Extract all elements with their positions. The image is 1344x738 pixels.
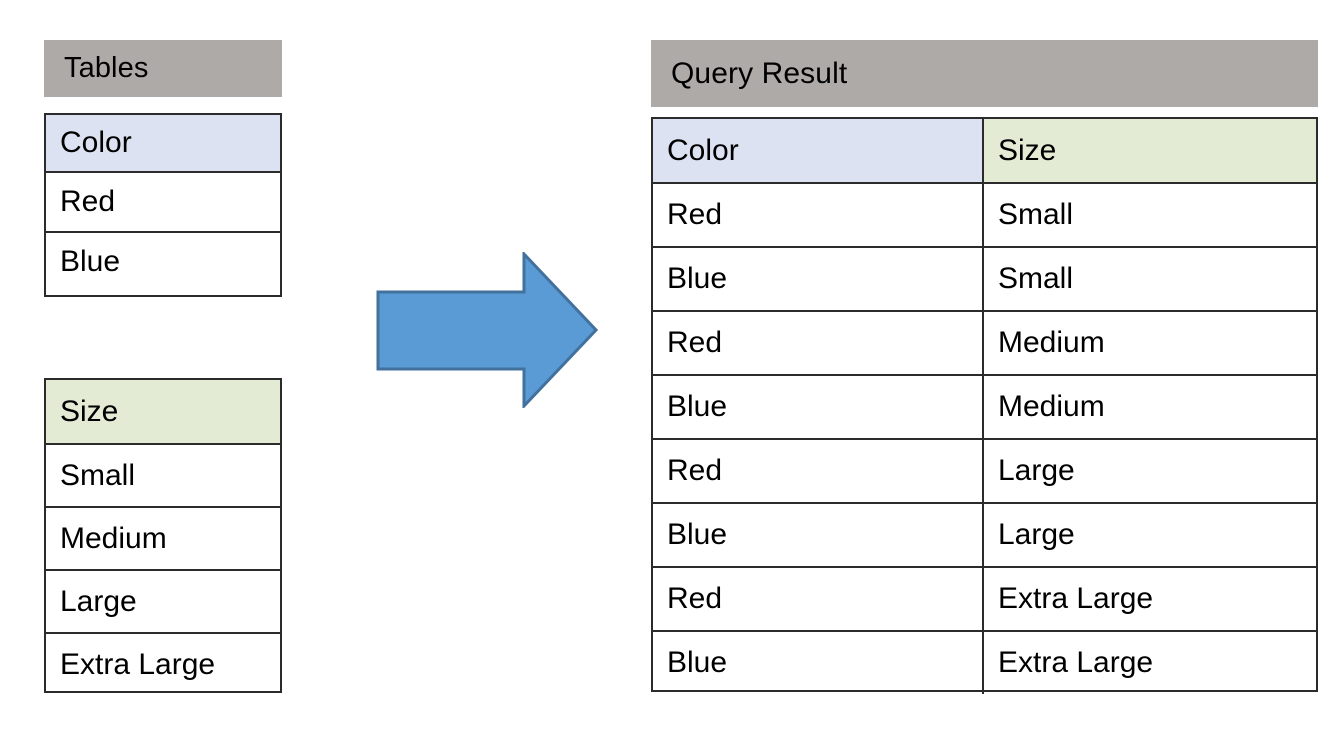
color-table-cell: Blue: [60, 245, 121, 278]
table-header-row: Color Size: [653, 119, 1316, 182]
query-cell-size: Small: [982, 184, 1316, 246]
color-table: Color Red Blue: [44, 113, 282, 297]
query-result-caption-label: Query Result: [671, 56, 848, 90]
size-table-cell: Large: [60, 584, 137, 618]
table-row: Medium: [46, 506, 280, 569]
query-header-cell-color: Color: [653, 119, 982, 182]
query-cell-color: Red: [667, 454, 723, 487]
query-cell-color: Red: [667, 198, 723, 231]
query-cell-color: Red: [667, 582, 723, 615]
query-cell-color: Red: [667, 326, 723, 359]
query-cell-color: Blue: [667, 646, 728, 679]
query-cell-color: Blue: [667, 518, 728, 551]
query-result-table: Color Size Red Small Blue Small Red Medi…: [651, 117, 1318, 694]
table-header-row: Color: [46, 115, 280, 171]
table-row: Extra Large: [46, 632, 280, 695]
color-table-cell: Red: [60, 185, 116, 218]
table-row: Blue Small: [653, 246, 1316, 310]
table-row: Large: [46, 569, 280, 632]
table-row: Blue Extra Large: [653, 630, 1316, 694]
query-cell-size: Extra Large: [982, 568, 1316, 630]
table-row: Red Extra Large: [653, 566, 1316, 630]
tables-caption-label: Tables: [64, 52, 149, 84]
query-result-section-caption: Query Result: [651, 40, 1318, 107]
table-header-row: Size: [46, 380, 280, 443]
table-row: Red: [46, 171, 280, 231]
query-cell-color: Blue: [667, 262, 728, 295]
size-table-header-cell: Size: [46, 380, 280, 443]
table-row: Blue Large: [653, 502, 1316, 566]
table-row: Red Large: [653, 438, 1316, 502]
table-row: Small: [46, 443, 280, 506]
query-cell-color: Blue: [667, 390, 728, 423]
size-table-cell: Small: [60, 458, 136, 492]
table-row: Blue: [46, 231, 280, 291]
size-table-cell: Extra Large: [60, 647, 216, 681]
size-table-cell: Medium: [60, 521, 167, 555]
table-row: Blue Medium: [653, 374, 1316, 438]
color-table-header-cell: Color: [46, 115, 280, 171]
query-cell-size: Small: [982, 248, 1316, 310]
query-cell-size: Medium: [982, 312, 1316, 374]
query-cell-size: Extra Large: [982, 632, 1316, 694]
right-block-arrow-icon: [376, 252, 598, 408]
query-cell-size: Large: [982, 504, 1316, 566]
query-cell-size: Large: [982, 440, 1316, 502]
table-row: Red Medium: [653, 310, 1316, 374]
tables-section-caption: Tables: [44, 40, 282, 97]
query-header-cell-size: Size: [982, 119, 1316, 182]
query-cell-size: Medium: [982, 376, 1316, 438]
table-row: Red Small: [653, 182, 1316, 246]
size-table: Size Small Medium Large Extra Large: [44, 378, 282, 693]
